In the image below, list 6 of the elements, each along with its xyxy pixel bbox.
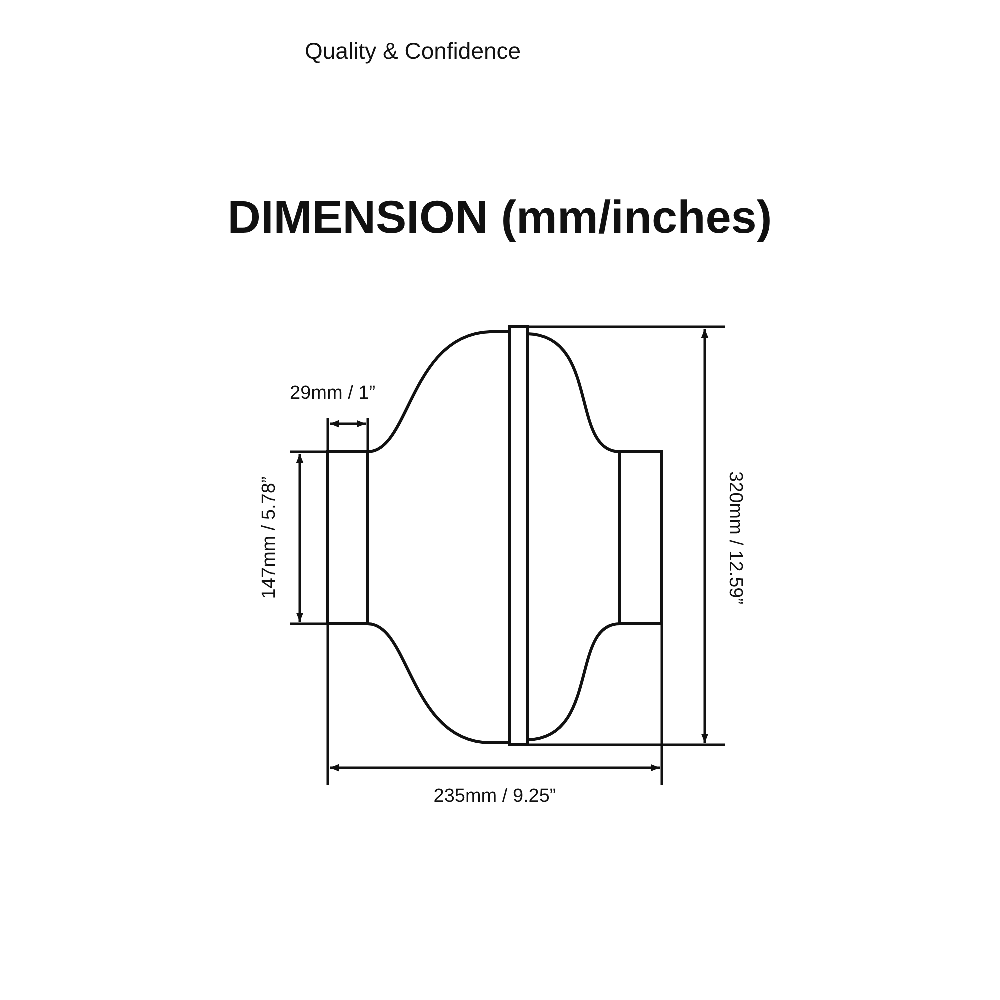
dimension-label: 235mm / 9.25”	[434, 786, 556, 808]
dimension-label: 29mm / 1”	[290, 383, 376, 405]
dimension-label: 320mm / 12.59”	[724, 471, 746, 605]
tagline: Quality & Confidence	[305, 38, 522, 65]
dimension-label: 147mm / 5.78”	[259, 476, 281, 600]
page-title: DIMENSION (mm/inches)	[226, 190, 774, 244]
